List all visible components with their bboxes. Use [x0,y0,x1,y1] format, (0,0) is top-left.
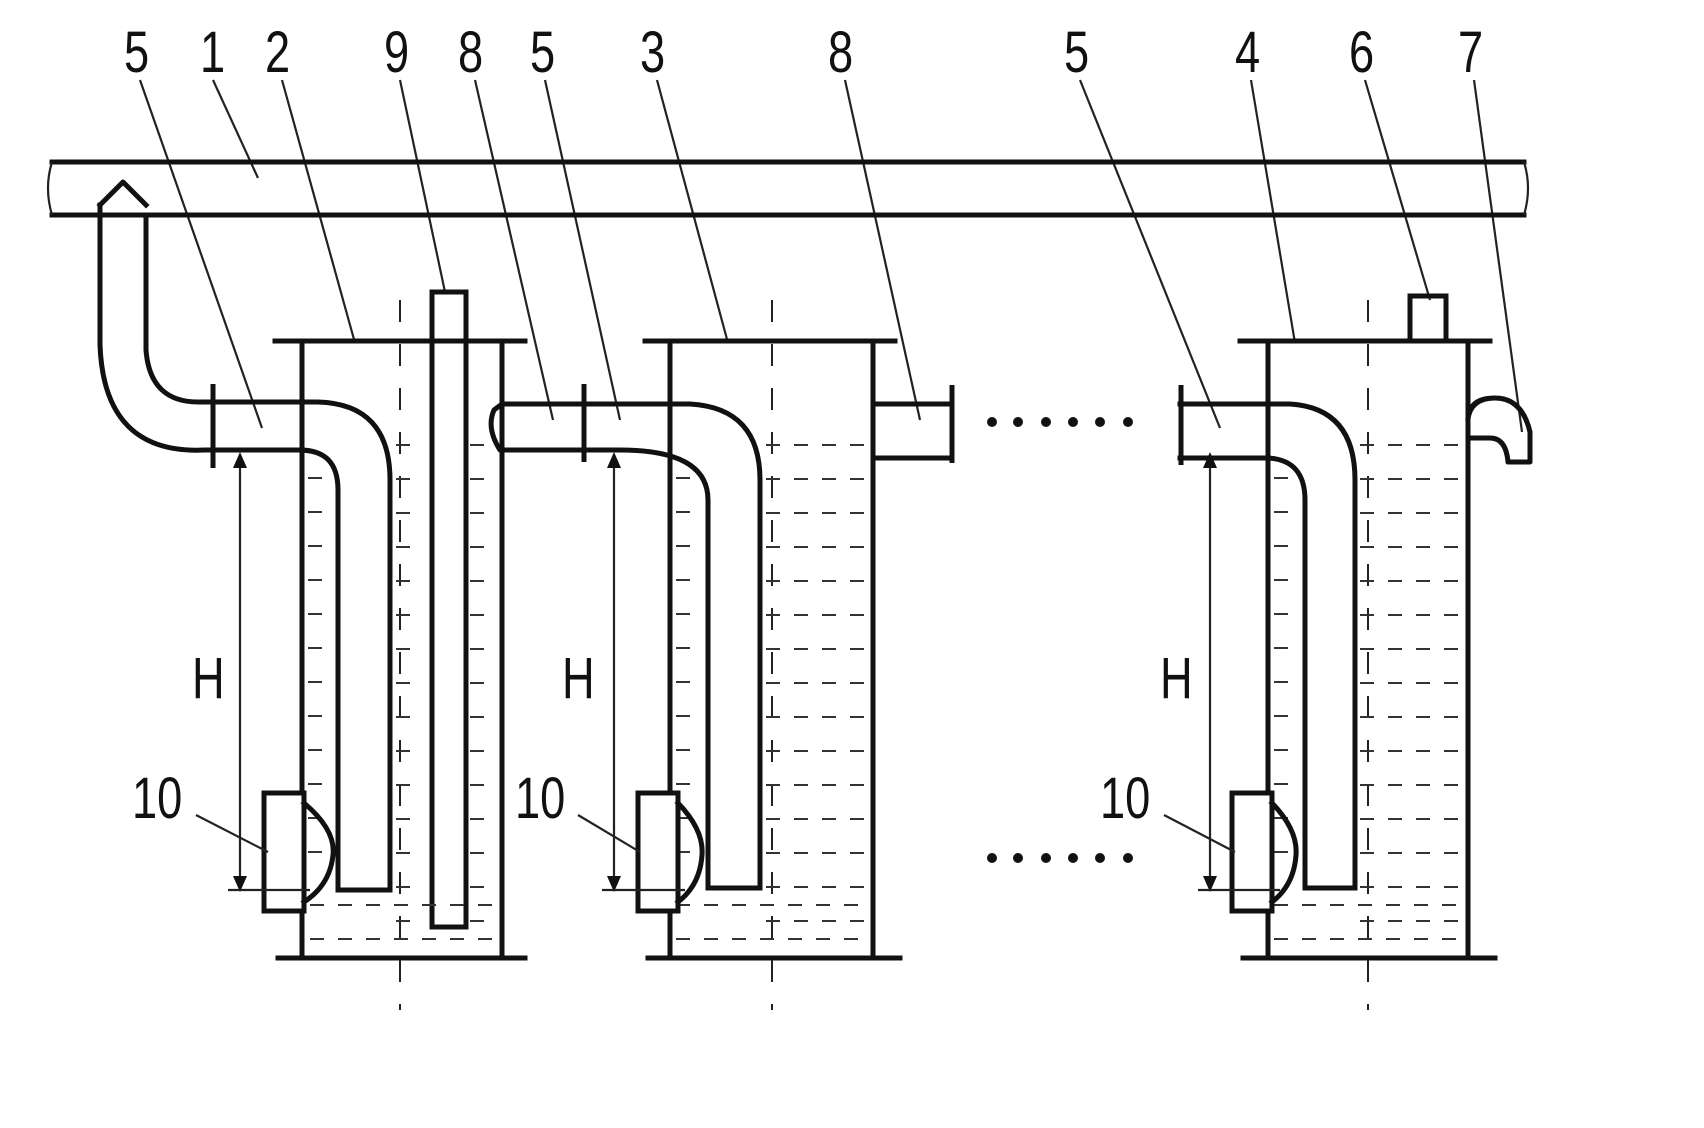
label-8-b: 8 [828,21,853,86]
inlet-riser [96,179,393,893]
label-5-a: 5 [124,21,149,86]
valve-label-1: 10 [132,767,182,832]
label-5-c: 5 [1064,21,1089,86]
label-8-a: 8 [458,21,483,86]
dimension-h-2: H [562,452,685,892]
top-labels: 5 1 2 9 8 5 3 8 5 4 6 7 [124,21,1483,86]
valve-1 [261,790,336,914]
liquid-hatching [308,444,1458,940]
height-label-3: H [1160,647,1193,712]
valve-label-3: 10 [1100,767,1150,832]
tank-3 [488,300,955,1010]
label-4: 4 [1235,21,1260,86]
continuation-dots-top [987,417,1133,427]
dimension-h-3: H [1160,452,1280,892]
continuation-dots-bottom [987,853,1133,863]
valve-2 [635,790,705,914]
tank-2 [272,289,528,1010]
valve-3 [1229,790,1299,914]
label-1: 1 [200,21,225,86]
dimension-h-1: H [192,452,310,892]
height-label-2: H [562,647,595,712]
leader-lines [138,79,1524,433]
label-6: 6 [1349,21,1374,86]
label-9: 9 [384,21,409,86]
label-5-b: 5 [530,21,555,86]
label-2: 2 [265,21,290,86]
valve-label-2: 10 [515,767,565,832]
valve-labels: 10 10 10 [132,767,1236,853]
tank-4 [1177,293,1533,1010]
label-7: 7 [1458,21,1483,86]
header-pipe [46,159,1530,218]
height-label-1: H [192,647,225,712]
label-3: 3 [640,21,665,86]
